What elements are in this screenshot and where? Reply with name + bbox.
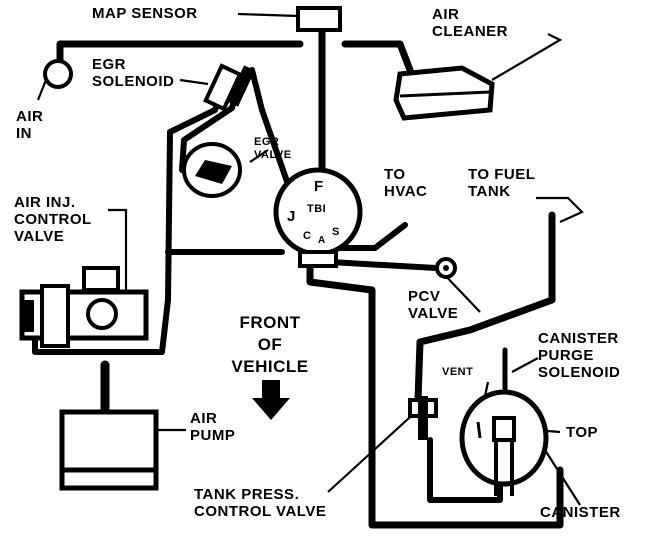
air-in-label: AIR IN bbox=[16, 108, 43, 142]
hose-tbi-to-pcv bbox=[327, 259, 439, 271]
air-pump-body bbox=[59, 409, 159, 491]
front-of-vehicle-label: FRONT OF VEHICLE bbox=[220, 312, 320, 378]
egr-valve-label-line1: EGR bbox=[254, 136, 280, 148]
canister-purge-line3: SOLENOID bbox=[538, 364, 621, 381]
egr-solenoid-body bbox=[203, 63, 255, 112]
tbi-port-j: J bbox=[287, 208, 296, 225]
to-fuel-tank-label: TO FUEL TANK bbox=[468, 166, 535, 200]
tbi-port-c: C bbox=[303, 230, 312, 242]
pcv-valve-label: PCV VALVE bbox=[408, 288, 458, 322]
vent-label: VENT bbox=[442, 366, 474, 378]
tank-press-control-valve-body bbox=[408, 396, 438, 440]
tbi-port-s: S bbox=[332, 226, 340, 238]
leader-fuel-tank bbox=[536, 196, 584, 224]
leader-air-in bbox=[36, 79, 48, 101]
air-inj-label-line1: AIR INJ. bbox=[14, 194, 76, 211]
leader-tank-valve bbox=[327, 407, 421, 493]
air-pump-label-line2: PUMP bbox=[190, 427, 236, 444]
canister-label: CANISTER bbox=[540, 504, 621, 521]
leader-canister-purge bbox=[511, 357, 539, 373]
hose-air-inj-loop bbox=[32, 297, 171, 355]
canister-purge-line1: CANISTER bbox=[538, 330, 619, 347]
pcv-valve-label-line1: PCV bbox=[408, 288, 441, 305]
map-sensor-label: MAP SENSOR bbox=[92, 5, 198, 22]
egr-valve-label-line2: VALVE bbox=[254, 149, 292, 161]
air-cleaner-label: AIR CLEANER bbox=[432, 6, 508, 40]
leader-map-sensor bbox=[237, 12, 299, 18]
to-hvac-label: TO HVAC bbox=[384, 166, 427, 200]
air-inj-control-valve-body bbox=[19, 266, 149, 348]
tank-press-line1: TANK PRESS. bbox=[194, 486, 300, 503]
canister-purge-line2: PURGE bbox=[538, 347, 594, 364]
egr-solenoid-label-line1: EGR bbox=[92, 56, 127, 73]
air-inj-control-valve-label: AIR INJ. CONTROL VALVE bbox=[14, 194, 92, 245]
front-of-vehicle-line1: FRONT bbox=[239, 313, 301, 332]
leader-air-cleaner bbox=[491, 33, 563, 81]
hose-air-in-to-air-cleaner bbox=[56, 40, 304, 66]
hose-egr-solenoid-to-tbi bbox=[249, 67, 293, 193]
hose-fuel-tank-line bbox=[414, 211, 556, 404]
egr-solenoid-label: EGR SOLENOID bbox=[92, 56, 174, 90]
air-in-filter bbox=[43, 59, 73, 89]
hose-tbi-to-hvac bbox=[337, 222, 408, 251]
front-of-vehicle-line3: VEHICLE bbox=[231, 357, 309, 376]
egr-valve-label: EGR VALVE bbox=[254, 136, 292, 162]
canister-purge-solenoid-body bbox=[492, 416, 516, 442]
front-of-vehicle-line2: OF bbox=[257, 335, 283, 354]
to-fuel-tank-label-line2: TANK bbox=[468, 183, 511, 200]
leader-air-inj bbox=[108, 208, 128, 292]
air-in-label-line1: AIR bbox=[16, 108, 44, 125]
tbi-port-f: F bbox=[314, 178, 324, 195]
air-pump-label: AIR PUMP bbox=[190, 410, 235, 444]
hose-to-air-cleaner bbox=[341, 40, 414, 74]
air-inj-label-line2: CONTROL bbox=[14, 211, 92, 228]
tank-press-control-valve-label: TANK PRESS. CONTROL VALVE bbox=[194, 486, 326, 520]
leader-egr-solenoid bbox=[179, 78, 209, 86]
to-hvac-label-line2: HVAC bbox=[384, 183, 428, 200]
canister-purge-solenoid-label: CANISTER PURGE SOLENOID bbox=[538, 330, 620, 381]
air-pump-label-line1: AIR bbox=[190, 410, 218, 427]
map-sensor-body bbox=[296, 6, 342, 32]
to-fuel-tank-label-line1: TO FUEL bbox=[468, 166, 536, 183]
tbi-port-a: A bbox=[318, 235, 326, 246]
tbi-title: TBI bbox=[307, 203, 327, 215]
air-cleaner-label-line2: CLEANER bbox=[432, 23, 509, 40]
hose-tbi-to-tank-valve bbox=[306, 258, 564, 529]
front-arrow bbox=[252, 380, 290, 420]
leader-egr-valve bbox=[249, 149, 269, 163]
air-cleaner-label-line1: AIR bbox=[432, 6, 460, 23]
egr-solenoid-label-line2: SOLENOID bbox=[92, 73, 175, 90]
pcv-valve-label-line2: VALVE bbox=[408, 305, 459, 322]
air-inj-label-line3: VALVE bbox=[14, 228, 65, 245]
top-label: TOP bbox=[566, 424, 599, 441]
to-hvac-label-line1: TO bbox=[384, 166, 406, 183]
air-in-label-line2: IN bbox=[16, 125, 32, 142]
tank-press-line2: CONTROL VALVE bbox=[194, 503, 327, 520]
